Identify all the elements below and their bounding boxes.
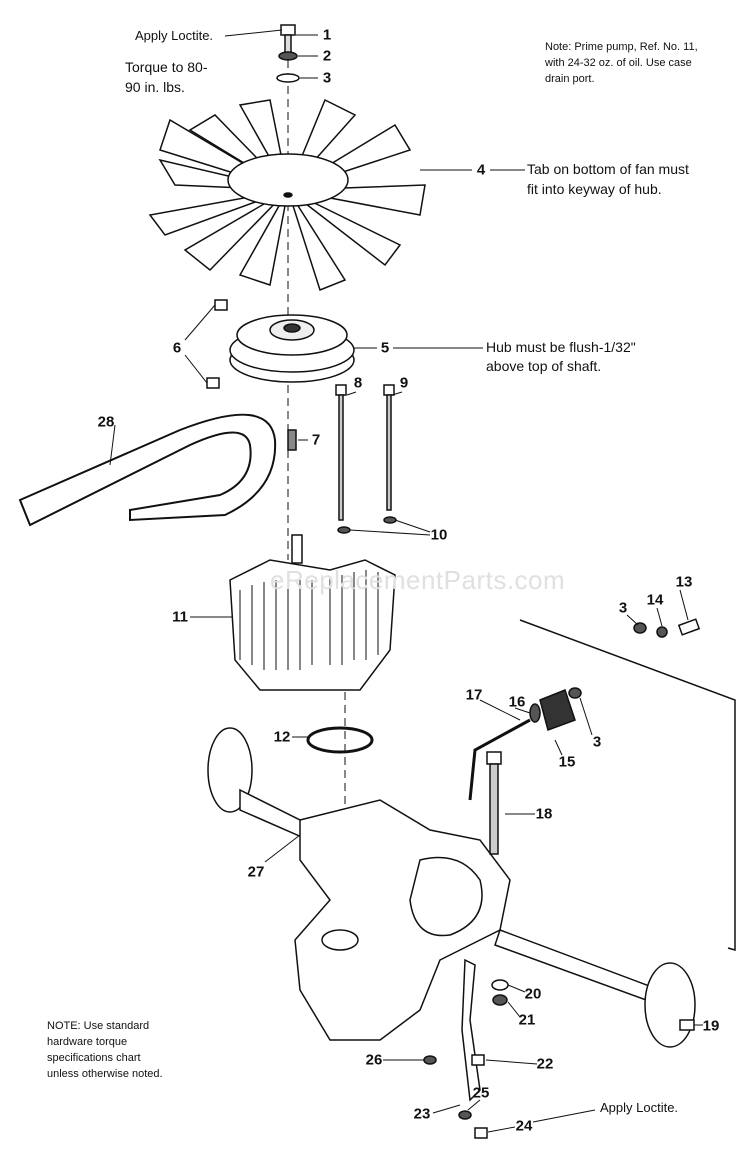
washer-part-10a [337, 526, 351, 534]
washer-part-2 [278, 51, 298, 61]
note-prime-pump-line2: with 24-32 oz. of oil. Use case [545, 57, 692, 69]
bracket-part-23 [461, 958, 481, 1102]
bolt-part-8 [335, 384, 347, 521]
pulley-hub-part-5 [229, 314, 355, 383]
bolt-part-9 [383, 384, 395, 511]
callout-3: 3 [322, 69, 332, 87]
note-fan-tab-line1: Tab on bottom of fan must [527, 161, 689, 177]
nut-part-21 [492, 994, 508, 1006]
callout-11: 11 [172, 608, 188, 626]
bolt-part-18 [486, 751, 502, 855]
set-screw-part-6b [206, 377, 220, 389]
set-screw-part-6 [214, 299, 228, 311]
callout-25: 25 [472, 1084, 490, 1102]
callout-26: 26 [365, 1051, 383, 1069]
washer-part-20 [491, 979, 509, 991]
callout-14: 14 [646, 591, 664, 609]
note-standard-torque-line1: NOTE: Use standard [47, 1020, 150, 1032]
nut-part-25 [458, 1110, 472, 1120]
callout-10: 10 [430, 526, 448, 544]
callout-7: 7 [311, 431, 321, 449]
callout-12: 12 [273, 728, 291, 746]
bolt-part-19 [679, 1019, 695, 1031]
transaxle-part-27 [207, 727, 696, 1048]
callout-9: 9 [399, 374, 409, 392]
washer-part-10b [383, 516, 397, 524]
washer-part-3b [568, 687, 582, 699]
hydro-pump-part-11 [229, 534, 396, 691]
note-torque-line1: Torque to 80- [125, 59, 208, 75]
callout-23: 23 [413, 1105, 431, 1123]
pin-part-13 [677, 618, 701, 636]
washer-part-3c [633, 622, 647, 634]
callout-8: 8 [353, 374, 363, 392]
callout-16: 16 [508, 693, 526, 711]
callout-3b: 3 [618, 599, 628, 617]
washer-part-14 [656, 626, 668, 638]
callout-1: 1 [322, 26, 332, 44]
callout-15: 15 [558, 753, 576, 771]
key-part-7 [287, 429, 297, 451]
note-standard-torque-line2: hardware torque [47, 1036, 128, 1048]
washer-part-26 [423, 1055, 437, 1065]
washer-part-16 [529, 703, 541, 723]
fan-part-4 [148, 98, 426, 291]
note-hub-flush-line1: Hub must be flush-1/32" [486, 339, 636, 355]
watermark: eReplacementParts.com [270, 565, 566, 595]
note-standard-torque-line4: unless otherwise noted. [47, 1068, 163, 1080]
leader-lines [109, 29, 703, 1133]
callout-18: 18 [535, 805, 553, 823]
bolt-part-1 [280, 24, 296, 54]
callout-19: 19 [702, 1017, 720, 1035]
note-torque-line2: 90 in. lbs. [125, 79, 185, 95]
callout-6: 6 [172, 339, 182, 357]
washer-part-3 [276, 73, 300, 83]
callout-2: 2 [322, 47, 332, 65]
note-apply-loctite-top: Apply Loctite. [135, 28, 214, 43]
o-ring-part-12 [306, 726, 374, 754]
callout-28: 28 [97, 413, 115, 431]
callout-17: 17 [465, 686, 483, 704]
callout-4: 4 [476, 161, 486, 179]
callout-20: 20 [524, 985, 542, 1003]
note-fan-tab-line2: fit into keyway of hub. [527, 181, 662, 197]
callout-22: 22 [536, 1055, 554, 1073]
note-standard-torque-line3: specifications chart [47, 1052, 141, 1064]
callout-5: 5 [380, 339, 390, 357]
note-prime-pump-line1: Note: Prime pump, Ref. No. 11, [545, 41, 698, 53]
dust-boot-part-15 [539, 689, 576, 731]
note-prime-pump-line3: drain port. [545, 73, 595, 85]
belt-part-28 [18, 413, 277, 527]
note-hub-flush-line2: above top of shaft. [486, 358, 602, 374]
bolt-part-22 [471, 1054, 485, 1066]
note-apply-loctite-bottom: Apply Loctite. [600, 1100, 679, 1115]
bolt-part-24 [474, 1127, 488, 1139]
mounting-panel [519, 619, 736, 951]
callout-24: 24 [515, 1117, 533, 1135]
shift-rod-part-17 [468, 718, 531, 801]
callout-13: 13 [675, 573, 693, 591]
callout-27: 27 [247, 863, 265, 881]
callout-3c: 3 [592, 733, 602, 751]
callout-21: 21 [518, 1011, 536, 1029]
